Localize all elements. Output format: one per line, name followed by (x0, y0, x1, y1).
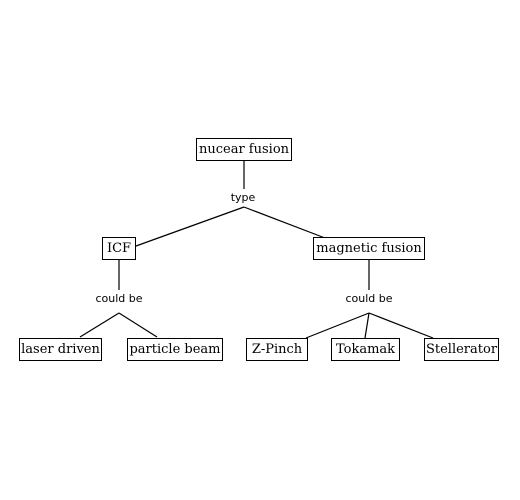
link-label-icf-could-be: could be (95, 292, 143, 305)
node-laser-driven: laser driven (19, 338, 102, 361)
node-nuclear-fusion: nucear fusion (196, 138, 292, 161)
edge-couldbe-laser (79, 312, 120, 338)
edge-couldbe-zpinch (305, 312, 370, 339)
edge-couldbe-tokamak (364, 312, 370, 339)
edge-couldbe-particle (118, 312, 158, 338)
node-icf: ICF (102, 237, 136, 260)
edge-couldbe-stellerator (368, 312, 434, 339)
node-magnetic-fusion: magnetic fusion (313, 237, 425, 260)
link-label-type: type (230, 191, 256, 204)
link-label-magnetic-could-be: could be (345, 292, 393, 305)
edge-type-icf (135, 206, 245, 247)
edge-type-magnetic (243, 206, 326, 239)
node-z-pinch: Z-Pinch (246, 338, 308, 361)
node-tokamak: Tokamak (331, 338, 400, 361)
node-stellerator: Stellerator (424, 338, 499, 361)
node-particle-beam: particle beam (127, 338, 223, 361)
